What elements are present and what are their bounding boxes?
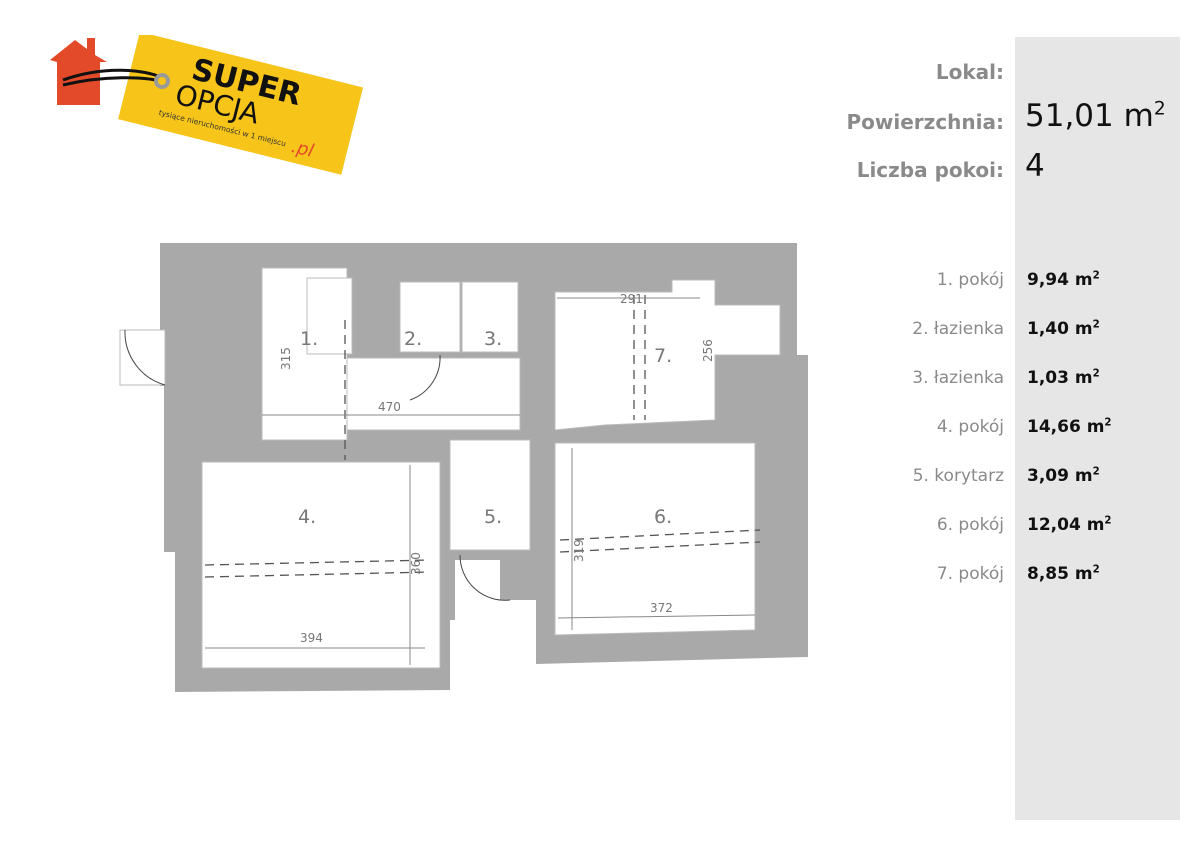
room-number-6: 6.	[654, 506, 672, 528]
entrance-door	[124, 329, 166, 386]
bathroom-door	[409, 354, 441, 401]
unit-superscript: 2	[1104, 515, 1112, 527]
room-area: 12,04 m2	[1027, 515, 1112, 535]
unit-superscript: 2	[1092, 319, 1100, 331]
room-label: 2. łazienka	[912, 319, 1004, 339]
room-label: 1. pokój	[936, 270, 1004, 290]
logo-domain: .pl	[289, 136, 316, 162]
dim-256: 256	[701, 339, 715, 362]
room-area: 8,85 m2	[1027, 564, 1100, 584]
dim-315: 315	[279, 347, 293, 370]
dim-360: 360	[409, 552, 423, 575]
rooms-count-label: Liczba pokoi:	[856, 158, 1004, 182]
room-label: 3. łazienka	[912, 368, 1004, 388]
room-area: 9,94 m2	[1027, 270, 1100, 290]
unit-superscript: 2	[1092, 270, 1100, 282]
room-area: 1,40 m2	[1027, 319, 1100, 339]
unit-superscript: 2	[1092, 368, 1100, 380]
unit-superscript: 2	[1092, 564, 1100, 576]
room-numbers: 1. 2. 3. 4. 5. 6. 7.	[298, 328, 672, 528]
room-label: 7. pokój	[936, 564, 1004, 584]
room-label: 6. pokój	[936, 515, 1004, 535]
dimension-lines	[205, 297, 756, 665]
room-area: 3,09 m2	[1027, 466, 1100, 486]
room-number-3: 3.	[484, 328, 502, 350]
room-area-value: 14,66 m	[1027, 417, 1105, 437]
unit-superscript: 2	[1104, 417, 1112, 429]
room-number-2: 2.	[404, 328, 422, 350]
room-area: 1,03 m2	[1027, 368, 1100, 388]
superopcja-logo: SUPER OPCJA tysiące nieruchomości w 1 mi…	[45, 31, 365, 185]
room-number-4: 4.	[298, 506, 316, 528]
room-label: 5. korytarz	[912, 466, 1004, 486]
dim-372: 372	[650, 601, 673, 615]
room-area: 14,66 m2	[1027, 417, 1112, 437]
rooms-count-value: 4	[1025, 148, 1045, 184]
dim-470: 470	[378, 400, 401, 414]
unit-superscript: 2	[1092, 466, 1100, 478]
room-label: 4. pokój	[936, 417, 1004, 437]
room-area-value: 3,09 m	[1027, 466, 1093, 486]
info-panel-background	[1015, 37, 1180, 820]
area-label: Powierzchnia:	[846, 110, 1004, 134]
room-area-value: 8,85 m	[1027, 564, 1093, 584]
room-number-7: 7.	[654, 345, 672, 367]
room-area-value: 9,94 m	[1027, 270, 1093, 290]
room-number-5: 5.	[484, 506, 502, 528]
dim-291: 291	[620, 292, 643, 306]
corridor-door	[459, 554, 511, 601]
dashed-lines	[204, 295, 761, 578]
room-area-value: 12,04 m	[1027, 515, 1105, 535]
lokal-label: Lokal:	[935, 60, 1004, 84]
dimension-labels: 470 394 372 291 315 256 360 319	[279, 292, 715, 645]
area-value: 51,01 m2	[1025, 98, 1166, 134]
room-interiors	[119, 267, 781, 669]
room-number-1: 1.	[300, 328, 318, 350]
room-area-value: 1,03 m	[1027, 368, 1093, 388]
dim-394: 394	[300, 631, 323, 645]
dim-319: 319	[572, 539, 586, 562]
room-area-value: 1,40 m	[1027, 319, 1093, 339]
